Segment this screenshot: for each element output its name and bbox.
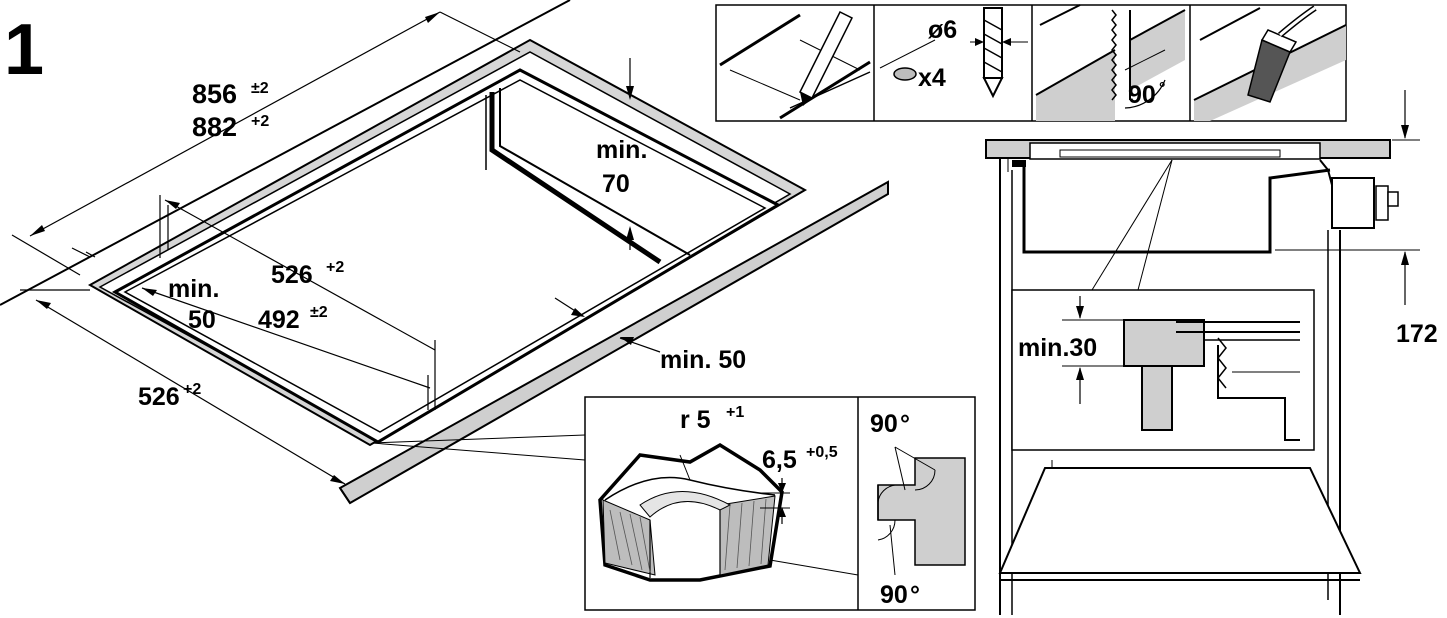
dim-width-tol: +2: [183, 381, 201, 398]
step-number: 1: [4, 10, 44, 90]
cabinet-section-labels: 172 min.30: [1018, 320, 1438, 362]
tool-steps-strip: ø6 x4 90 °: [715, 4, 1347, 122]
dim-length-b-tol: +2: [251, 113, 269, 130]
hob-vent-grille: [1059, 149, 1281, 158]
min-back-value: 70: [602, 170, 630, 198]
drill-count: x4: [918, 64, 946, 92]
worktop-cutout-view: [0, 0, 889, 505]
min-back-label: min.: [596, 136, 647, 164]
dim-depth-a-tol: +2: [326, 259, 344, 276]
dim-length-a-tol: ±2: [251, 80, 269, 97]
saw-icon: [1035, 4, 1186, 121]
angle-top-degree: °: [900, 410, 910, 438]
min-left-value: 50: [188, 306, 216, 334]
min-left-label: min.: [168, 275, 219, 303]
corner-radius-tol: +1: [726, 404, 744, 421]
dim-length-b: 882: [192, 112, 237, 142]
installation-height: 172: [1396, 320, 1438, 348]
dim-length-a: 856: [192, 79, 237, 109]
corner-radius: r 5: [680, 406, 711, 434]
angle-top: 90: [870, 410, 898, 438]
min-gap-label: min.30: [1018, 334, 1097, 362]
saw-angle-degree: °: [1159, 80, 1165, 97]
saw-angle: 90: [1128, 81, 1156, 109]
edge-thickness-tol: +0,5: [806, 444, 838, 461]
brush-icon: [1193, 5, 1347, 121]
cutout-dimensions: 856 ±2 882 +2 526 +2 492 ±2 526 +2 min. …: [138, 79, 746, 411]
dim-width: 526: [138, 383, 180, 411]
dim-depth-b-tol: ±2: [310, 304, 328, 321]
edge-thickness: 6,5: [762, 446, 797, 474]
min-front-label: min. 50: [660, 346, 746, 374]
pencil-icon: [719, 10, 871, 120]
cabinet-section-view: [985, 90, 1420, 615]
drill-diameter: ø6: [928, 16, 957, 44]
corner-detail-labels: r 5 +1 6,5 +0,5 90 ° 90 °: [680, 404, 920, 609]
dim-depth-a: 526: [271, 261, 313, 289]
angle-bottom: 90: [880, 581, 908, 609]
angle-bottom-degree: °: [910, 581, 920, 609]
drill-bit-icon: [879, 7, 1028, 99]
dim-depth-b: 492: [258, 306, 300, 334]
corner-detail-panel: [584, 396, 976, 611]
